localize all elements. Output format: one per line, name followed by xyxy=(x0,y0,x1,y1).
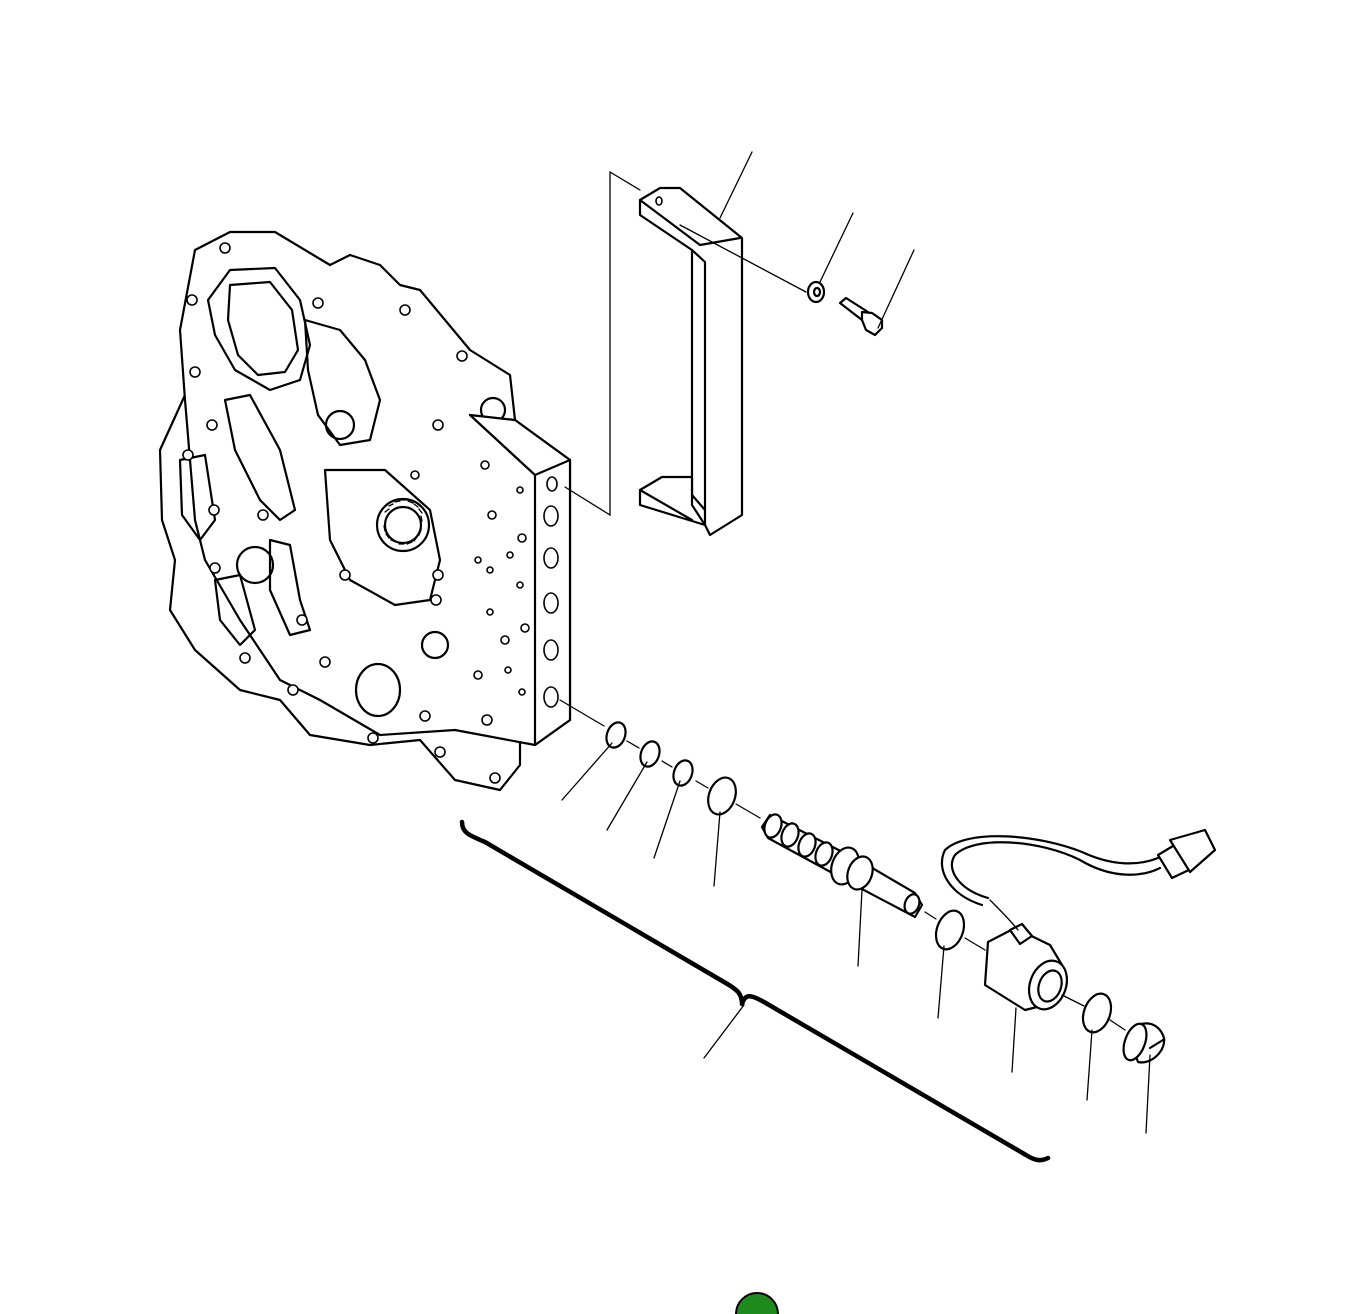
o-ring-3 xyxy=(672,759,694,787)
assembly-lines xyxy=(559,171,1126,1031)
solenoid-coil xyxy=(940,828,1217,1012)
washer xyxy=(806,280,826,304)
valve-body-housing xyxy=(158,230,572,792)
bolt xyxy=(838,296,884,337)
page-marker xyxy=(735,1292,779,1314)
o-ring-5 xyxy=(934,909,966,951)
cap xyxy=(1122,1022,1166,1064)
leader-lines xyxy=(561,151,1151,1134)
o-ring-2 xyxy=(639,740,661,768)
spool-cartridge xyxy=(760,813,924,919)
assembly-brace xyxy=(459,819,1051,1163)
o-ring-6 xyxy=(1081,992,1113,1034)
o-ring-1 xyxy=(605,721,627,749)
o-ring-4 xyxy=(707,776,737,816)
bracket xyxy=(638,186,744,537)
